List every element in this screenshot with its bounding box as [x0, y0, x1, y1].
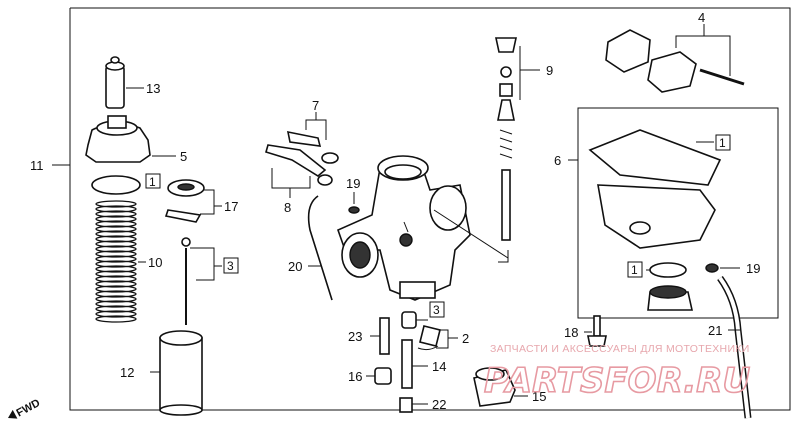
part-3-jet-needle [181, 237, 191, 325]
drain-plug [647, 285, 693, 311]
label-part-1-boxed: 1 [149, 175, 156, 189]
spring-coil [95, 280, 137, 288]
label-part-17: 17 [224, 199, 238, 214]
spring-coil [95, 200, 137, 208]
spring-coil [95, 310, 137, 318]
label-part-9: 9 [546, 63, 553, 78]
part-6-float-bowl [588, 129, 722, 249]
bowl-subassembly-frame [577, 107, 779, 319]
label-part-10: 10 [148, 255, 162, 270]
part-5-top-cap [85, 115, 151, 163]
spring-coil [95, 315, 137, 323]
part-10-spring [95, 200, 137, 323]
label-part-5: 5 [180, 149, 187, 164]
label-part-12: 12 [120, 365, 134, 380]
label-part-22: 22 [432, 397, 446, 412]
label-part-4: 4 [698, 10, 705, 25]
spring-coil [95, 210, 137, 218]
spring-coil [95, 245, 137, 253]
assembly-frame [69, 7, 791, 411]
spring-coil [95, 220, 137, 228]
label-part-8: 8 [284, 200, 291, 215]
spring-coil [95, 250, 137, 258]
spring-coil [95, 275, 137, 283]
carburetor-body [337, 155, 471, 301]
spring-coil [95, 230, 137, 238]
label-part-13: 13 [146, 81, 160, 96]
spring-coil [95, 270, 137, 278]
label-part-15: 15 [532, 389, 546, 404]
label-part-7: 7 [312, 98, 319, 113]
label-part-6: 6 [554, 153, 561, 168]
spring-coil [95, 205, 137, 213]
spring-coil [95, 260, 137, 268]
part-17-needle-retainer [164, 179, 205, 223]
part-12-throttle-slide [159, 330, 203, 416]
label-part-23: 23 [348, 329, 362, 344]
spring-coil [95, 265, 137, 273]
part-20-vent-tube [307, 195, 333, 301]
part-9-choke-plunger-stack [495, 37, 517, 241]
label-part-11: 11 [30, 158, 44, 173]
watermark-logo: PARTSFOR.RU [484, 361, 750, 401]
label-part-21: 21 [708, 323, 722, 338]
part-3-needle-jet-holder [401, 311, 417, 329]
spring-coil [95, 295, 137, 303]
part-13-cap-nut [105, 56, 125, 109]
part-18-bolt [587, 315, 607, 347]
part-7-8-adjust-screws [265, 130, 339, 186]
label-part-18: 18 [564, 325, 578, 340]
spring-coil [95, 255, 137, 263]
label-part-16: 16 [348, 369, 362, 384]
part-22-main-jet-holder [399, 397, 413, 413]
label-part-20: 20 [288, 259, 302, 274]
arrow-left-icon [8, 409, 18, 419]
part-15-float-valve [473, 367, 516, 407]
part-16-jet-nut [374, 367, 392, 385]
label-part-3-boxed-left: 3 [227, 259, 234, 273]
spring-coil [95, 240, 137, 248]
spring-coil [95, 225, 137, 233]
part-2-float-pin [417, 325, 441, 351]
part-14-main-jet [401, 339, 413, 389]
fwd-direction-marker: FWD [8, 397, 42, 419]
part-19-screw-center [348, 206, 360, 214]
spring-coil [95, 305, 137, 313]
label-part-1-boxed-gasket: 1 [631, 263, 638, 277]
spring-coil [95, 235, 137, 243]
spring-coil [95, 215, 137, 223]
label-part-1-boxed-bowl: 1 [719, 136, 726, 150]
label-part-3-boxed-center: 3 [433, 303, 440, 317]
spring-coil [95, 300, 137, 308]
part-4-float-assembly [605, 29, 745, 93]
part-19-screw-right [705, 263, 719, 273]
fwd-label: FWD [14, 397, 42, 419]
label-part-14: 14 [432, 359, 446, 374]
label-part-2: 2 [462, 331, 469, 346]
label-part-19-center: 19 [346, 176, 360, 191]
watermark-tagline: ЗАПЧАСТИ И АКСЕССУАРЫ ДЛЯ МОТОТЕХНИКИ [490, 343, 750, 355]
spring-coil [95, 285, 137, 293]
part-23-pilot-jet [379, 317, 390, 355]
part-1-bowl-gasket [649, 262, 687, 278]
spring-coil [95, 290, 137, 298]
label-part-19-right: 19 [746, 261, 760, 276]
o-ring-cap [91, 175, 141, 195]
